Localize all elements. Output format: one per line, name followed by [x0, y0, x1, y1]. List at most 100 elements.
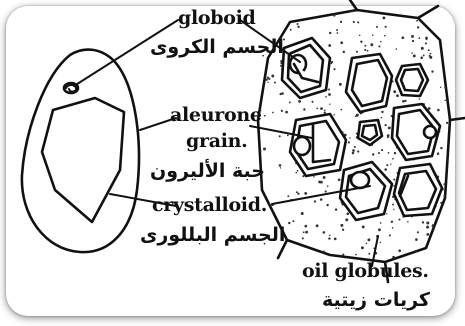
oil-globule-dot [392, 204, 394, 206]
oil-globule-dot [361, 246, 364, 249]
oil-globule-dot [290, 29, 292, 31]
oil-globule-dot [380, 222, 382, 224]
oil-globule-dot [349, 137, 350, 138]
cell-with-grains [257, 0, 465, 282]
oil-globule-dot [304, 192, 307, 195]
oil-globule-dot [422, 221, 424, 223]
oil-globule-dot [417, 231, 419, 233]
oil-globule-dot [280, 167, 281, 168]
oil-globule-dot [441, 34, 443, 36]
oil-globule-dot [287, 135, 289, 137]
oil-globule-dot [384, 168, 387, 171]
oil-globule-dot [411, 52, 413, 54]
oil-globule-dot [265, 78, 267, 80]
oil-globule-dot [441, 15, 444, 18]
oil-globule-dot [272, 260, 274, 262]
oil-globule-dot [343, 51, 345, 53]
oil-globule-dot [428, 107, 431, 110]
crystalloid-polygon [42, 98, 124, 222]
oil-globule-dot [298, 100, 301, 103]
oil-globule-dot [442, 34, 445, 37]
oil-globule-dot [301, 212, 304, 215]
oil-globule-dot [314, 200, 316, 202]
oil-globule-dot [259, 250, 262, 253]
label-oil-globules-en: oil globules. [302, 262, 429, 281]
grain-top-left [282, 38, 330, 98]
oil-globule-dot [324, 110, 326, 112]
oil-globule-dot [329, 32, 331, 34]
oil-globule-dot [385, 26, 387, 28]
oil-globule-dot [440, 19, 442, 21]
oil-globule-dot [326, 204, 328, 206]
oil-globule-dot [398, 249, 401, 252]
oil-globule-dot [386, 213, 387, 214]
oil-globule-dot [426, 226, 429, 229]
oil-globule-dot [259, 259, 261, 261]
oil-globule-dot [425, 42, 427, 44]
oil-globule-dot [261, 66, 263, 68]
oil-globule-dot [264, 115, 266, 117]
oil-globule-dot [357, 21, 359, 23]
oil-globule-dot [432, 23, 434, 25]
oil-globule-dot [287, 195, 289, 197]
oil-globule-dot [297, 170, 299, 172]
oil-globule-dot [324, 112, 326, 114]
oil-globule-dot [387, 136, 389, 138]
oil-globule-dot [292, 220, 294, 222]
oil-globule-dot [382, 16, 385, 19]
oil-globule-dot [389, 235, 391, 237]
label-crystalloid-ar: الجسم البللورى [140, 226, 285, 245]
oil-globule-dot [259, 19, 261, 21]
oil-globule-dot [354, 146, 356, 148]
oil-globule-dot [388, 126, 391, 129]
oil-globule-dot [352, 149, 355, 152]
oil-globule-dot [439, 250, 441, 252]
oil-globule-dot [259, 72, 261, 74]
oil-globule-dot [420, 57, 423, 60]
oil-globule-dot [257, 219, 260, 222]
oil-globule-dot [296, 191, 298, 193]
oil-globule-dot [265, 32, 267, 34]
oil-globule-dot [426, 233, 429, 236]
oil-globule-dot [259, 249, 261, 251]
oil-globule-dot [402, 100, 405, 103]
oil-globule-dot [333, 14, 336, 17]
oil-globule-dot [329, 103, 330, 104]
oil-globule-dot [404, 100, 406, 102]
oil-globule-dot [440, 202, 442, 204]
oil-globule-dot [433, 23, 436, 26]
oil-globule-dot [426, 38, 428, 40]
oil-globule-dot [328, 237, 330, 239]
oil-globule-dot [313, 176, 315, 178]
oil-globule-dot [263, 148, 266, 151]
oil-globule-dot [419, 37, 421, 39]
oil-globule-dot [440, 27, 442, 29]
oil-globule-dot [270, 221, 272, 223]
oil-globule-dot [353, 21, 355, 23]
oil-globule-dot [392, 227, 394, 229]
oil-globule-dot [348, 141, 350, 143]
oil-globule-dot [446, 60, 448, 62]
oil-globule-dot [274, 81, 276, 83]
oil-globule-dot [345, 218, 348, 221]
oil-globule-dot [421, 47, 424, 50]
oil-globule-dot [279, 93, 281, 95]
oil-globule-dot [281, 26, 283, 28]
oil-globule-dot [295, 16, 297, 18]
oil-globule-dot [426, 222, 429, 225]
oil-globule-dot [424, 250, 426, 252]
oil-globule-dot [392, 158, 394, 160]
oil-globule-dot [340, 109, 342, 111]
oil-globule-dot [386, 164, 388, 166]
oil-globule-dot [412, 40, 414, 42]
oil-globule-dot [446, 60, 447, 61]
cell-wall-extension-topright [418, 6, 438, 18]
oil-globule-dot [336, 257, 338, 259]
oil-globule-dot [407, 221, 409, 223]
label-oil-globules-ar: كريات زيتية [322, 291, 430, 310]
oil-globule-dot [339, 83, 342, 86]
oil-globule-dot [279, 164, 282, 167]
oil-globule-dot [302, 175, 304, 177]
oil-globule-dot [311, 101, 313, 103]
grain-middle-left [290, 114, 346, 176]
